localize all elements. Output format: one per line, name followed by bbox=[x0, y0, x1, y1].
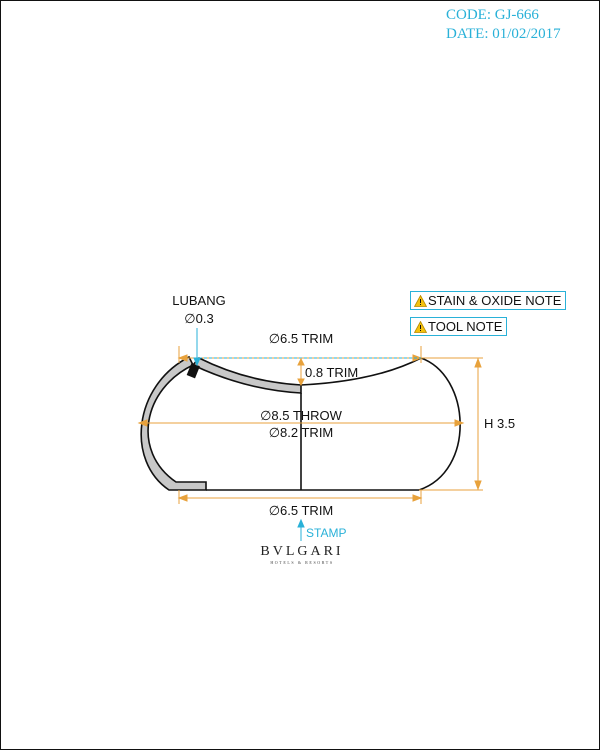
date-label: DATE: 01/02/2017 bbox=[446, 26, 561, 42]
stamp-leader bbox=[297, 518, 305, 541]
stamp-label: STAMP bbox=[306, 526, 346, 540]
tool-note-label: TOOL NOTE bbox=[428, 319, 503, 334]
tool-note-button[interactable]: TOOL NOTE bbox=[410, 317, 508, 336]
lubang-hole bbox=[186, 362, 200, 379]
dim-throw bbox=[137, 419, 465, 427]
brand-logo: BVLGARI HOTELS & RESORTS bbox=[247, 544, 357, 566]
title-block: CODE: GJ-666 DATE: 01/02/2017 bbox=[446, 6, 561, 44]
height-label: H 3.5 bbox=[484, 416, 515, 431]
dim-depth bbox=[297, 357, 305, 387]
dim-height bbox=[419, 357, 483, 491]
body-outline-right bbox=[206, 357, 461, 491]
lubang-diameter-label: ∅0.3 bbox=[184, 311, 213, 326]
lubang-leader bbox=[193, 328, 201, 367]
throw-label: ∅8.5 THROW bbox=[260, 408, 343, 423]
brand-tagline: HOTELS & RESORTS bbox=[270, 560, 334, 565]
warning-icon bbox=[414, 294, 427, 307]
brand-name: BVLGARI bbox=[260, 544, 344, 559]
lubang-label: LUBANG bbox=[172, 293, 225, 308]
stain-oxide-note-label: STAIN & OXIDE NOTE bbox=[428, 293, 562, 308]
bottom-trim-label: ∅6.5 TRIM bbox=[269, 503, 334, 518]
top-trim-label: ∅6.5 TRIM bbox=[269, 331, 334, 346]
depth-label: 0.8 TRIM bbox=[305, 365, 358, 380]
rim-section bbox=[191, 357, 302, 394]
warning-icon bbox=[414, 320, 427, 333]
inner-trim-label: ∅8.2 TRIM bbox=[269, 425, 334, 440]
dim-bottom-trim bbox=[177, 490, 423, 504]
stain-oxide-note-button[interactable]: STAIN & OXIDE NOTE bbox=[410, 291, 567, 310]
code-label: CODE: GJ-666 bbox=[446, 7, 539, 23]
